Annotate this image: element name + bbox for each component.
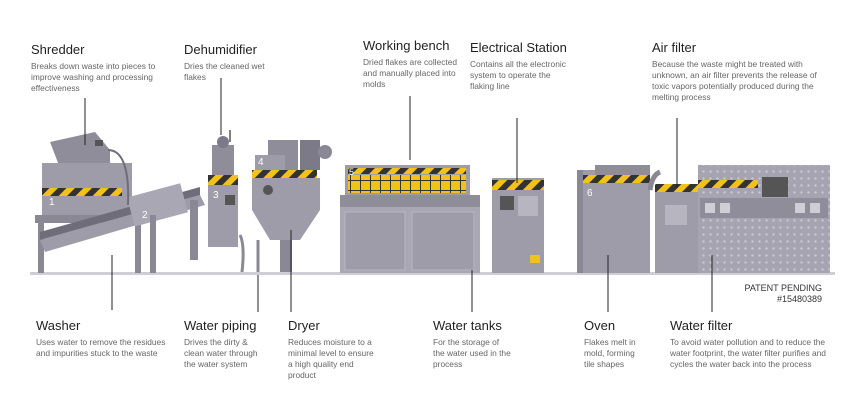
machine-number-2: 2 [142, 210, 148, 221]
dryer-desc: Reduces moisture to a minimal level to e… [288, 337, 374, 380]
water-filter-title: Water filter [670, 318, 733, 333]
patent-line1: PATENT PENDING [744, 283, 822, 293]
water-piping-desc: Drives the dirty & clean water through t… [184, 337, 258, 369]
dehumidifier-title: Dehumidifier [184, 42, 257, 57]
air-filter-title: Air filter [652, 40, 697, 55]
dehumidifier-machine: 3 [208, 130, 245, 273]
dryer-machine: 4 [252, 140, 332, 272]
washer-machine: 2 [40, 149, 205, 273]
machine-number-5: 5 [349, 167, 354, 177]
shredder-desc: Breaks down waste into pieces to improve… [31, 61, 156, 93]
water-filter-machine [698, 165, 830, 273]
washer-desc: Uses water to remove the residues and im… [36, 337, 166, 358]
working-bench-desc: Dried flakes are collected and manually … [363, 57, 458, 89]
working-bench-title: Working bench [363, 38, 450, 53]
patent-pending: PATENT PENDING #15480389 [744, 283, 822, 305]
washer-title: Washer [36, 318, 81, 333]
oven-title: Oven [584, 318, 616, 333]
oven-machine: 6 [577, 165, 650, 273]
label-water-piping: Water piping Drives the dirty & clean wa… [184, 318, 269, 370]
electrical-station-desc: Contains all the electronic system to op… [470, 59, 566, 91]
machine-number-1: 1 [49, 197, 55, 208]
floor [30, 272, 835, 275]
machine-number-6: 6 [587, 188, 593, 199]
label-washer: Washer Uses water to remove the residues… [36, 318, 166, 359]
machine-number-4: 4 [258, 157, 264, 168]
working-bench-machine: 5 [340, 165, 480, 273]
label-oven: Oven Flakes melt in mold, forming tile s… [584, 318, 644, 370]
dryer-title: Dryer [288, 318, 320, 333]
label-dryer: Dryer Reduces moisture to a minimal leve… [288, 318, 378, 381]
label-working-bench: Working bench Dried flakes are collected… [363, 38, 458, 90]
shredder-title: Shredder [31, 42, 85, 57]
leader-lines [84, 78, 713, 312]
oven-desc: Flakes melt in mold, forming tile shapes [584, 337, 636, 369]
water-piping-title: Water piping [184, 318, 257, 333]
water-tanks-title: Water tanks [433, 318, 502, 333]
label-dehumidifier: Dehumidifier Dries the cleaned wet flake… [184, 42, 274, 83]
label-electrical-station: Electrical Station Contains all the elec… [470, 40, 570, 92]
air-filter-machine [647, 169, 700, 273]
label-shredder: Shredder Breaks down waste into pieces t… [31, 42, 171, 94]
dehumidifier-desc: Dries the cleaned wet flakes [184, 61, 265, 82]
electrical-station-machine [492, 178, 544, 273]
electrical-station-title: Electrical Station [470, 40, 567, 55]
label-water-tanks: Water tanks For the storage of the water… [433, 318, 513, 370]
label-water-filter: Water filter To avoid water pollution an… [670, 318, 830, 370]
water-tanks-desc: For the storage of the water used in the… [433, 337, 511, 369]
machine-number-3: 3 [213, 190, 219, 201]
patent-line2: #15480389 [776, 294, 822, 304]
air-filter-desc: Because the waste might be treated with … [652, 59, 817, 102]
label-air-filter: Air filter Because the waste might be tr… [652, 40, 832, 103]
water-filter-desc: To avoid water pollution and to reduce t… [670, 337, 826, 369]
